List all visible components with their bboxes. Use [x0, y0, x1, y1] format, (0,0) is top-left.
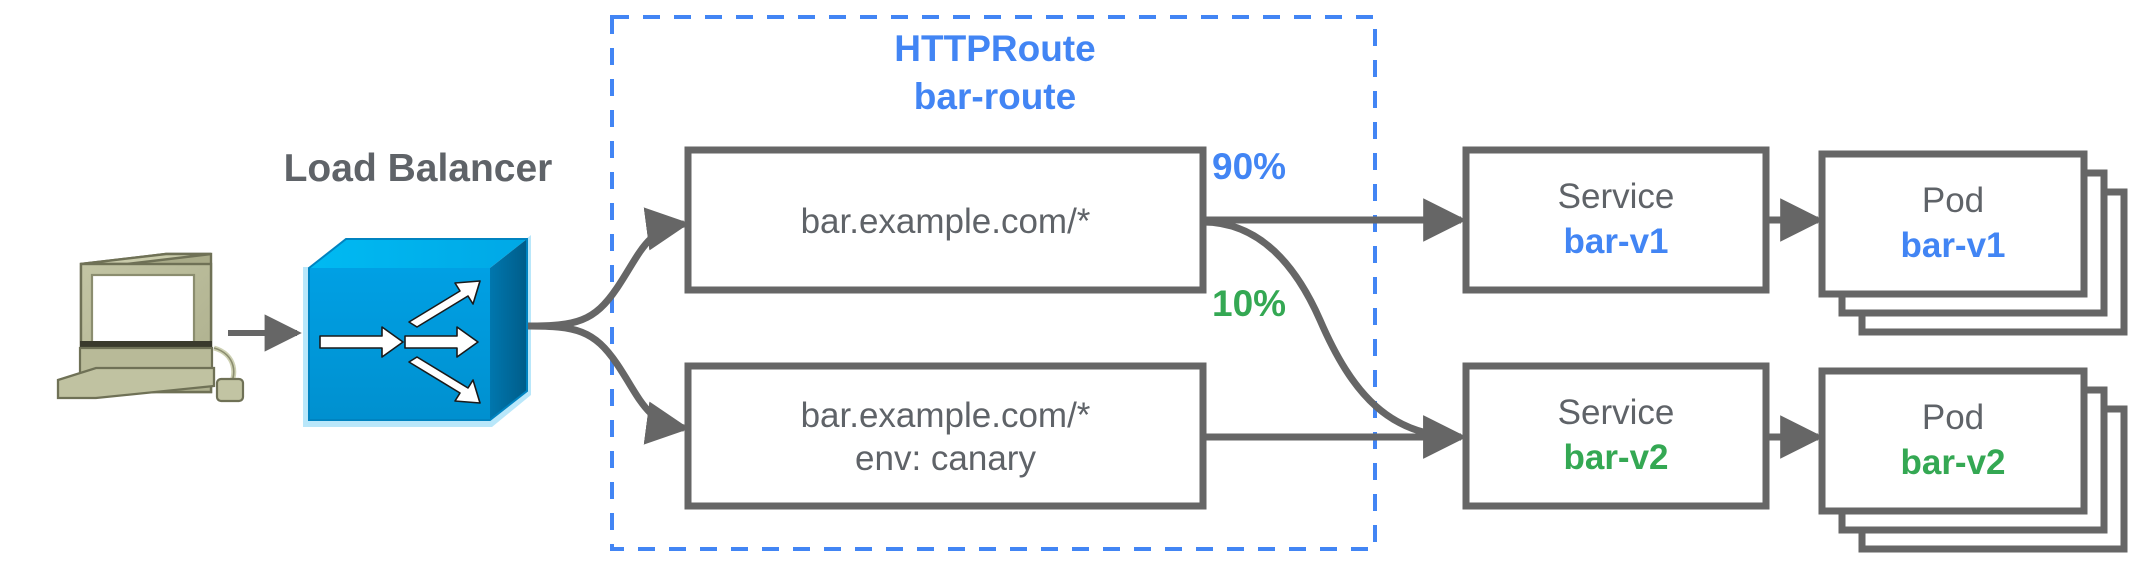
service-box-bar-v1 — [1462, 146, 1770, 294]
pod-bar-v1-kind: Pod — [1921, 181, 1985, 220]
load-balancer-label: Load Balancer — [283, 147, 553, 190]
load-balancer-icon — [303, 235, 531, 427]
httproute-name-label: bar-route — [913, 76, 1077, 117]
weight-label-90: 90% — [1212, 146, 1287, 187]
rule-box-default — [684, 146, 1207, 294]
pod-stack-bar-v1 — [1818, 150, 2128, 336]
service-bar-v2-name: bar-v2 — [1563, 438, 1669, 477]
edge-loadbalancer-split — [527, 207, 690, 445]
httproute-kind-label: HTTPRoute — [894, 28, 1096, 69]
service-bar-v2-kind: Service — [1557, 393, 1675, 432]
pod-stack-bar-v2 — [1818, 367, 2128, 553]
rule-canary-match-header: env: canary — [855, 439, 1036, 478]
pod-bar-v2-kind: Pod — [1921, 398, 1985, 437]
rule-box-canary — [684, 362, 1207, 510]
pod-bar-v1-name: bar-v1 — [1900, 226, 2006, 265]
service-box-bar-v2 — [1462, 362, 1770, 510]
weight-label-10: 10% — [1212, 283, 1287, 324]
rule-default-match-hostname: bar.example.com/* — [800, 202, 1091, 241]
httproute-boundary — [610, 15, 1377, 551]
pod-bar-v2-name: bar-v2 — [1900, 443, 2006, 482]
rule-canary-match-hostname: bar.example.com/* — [800, 396, 1091, 435]
edge-rule-default-to-service-v2 — [1202, 218, 1467, 459]
desktop-computer-icon — [56, 252, 245, 403]
service-bar-v1-kind: Service — [1557, 177, 1675, 216]
service-bar-v1-name: bar-v1 — [1563, 222, 1669, 261]
